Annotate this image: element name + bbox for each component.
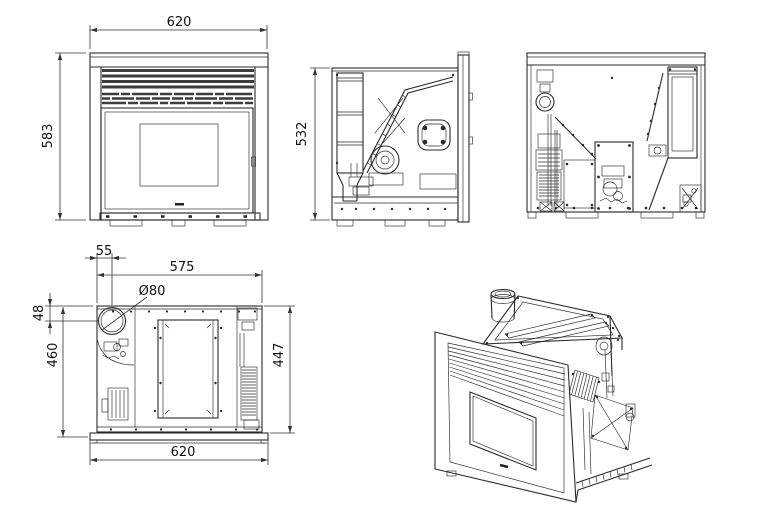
- front-door-glass: [139, 123, 219, 187]
- top-view-drawing: 55 575 Ø80 48 460 447 620: [32, 244, 295, 465]
- side-burner: [348, 163, 374, 196]
- iso-rear-machinery: [571, 349, 636, 475]
- iso-heat-exchanger: [568, 369, 600, 403]
- iso-foot: [446, 470, 457, 477]
- back-base: [527, 206, 705, 219]
- isometric-view-drawing: [434, 288, 653, 503]
- iso-door: [446, 391, 537, 477]
- back-hopper-edges: [554, 72, 669, 211]
- back-right-panel: [667, 66, 698, 159]
- dim-top-depth-right-label: 447: [272, 343, 287, 368]
- front-foot-right: [213, 219, 247, 227]
- top-body: [96, 305, 263, 433]
- front-air-grille: [102, 69, 254, 105]
- back-flue-outlet: [535, 69, 555, 112]
- dim-top-overall-width-label: 620: [171, 445, 196, 460]
- back-bottom-right-box: [679, 184, 702, 213]
- top-right-assembly: [237, 307, 260, 430]
- side-body: [331, 51, 473, 223]
- top-flue-offset-y-dimension: 48: [32, 293, 53, 334]
- iso-fan-housing: [595, 336, 613, 356]
- side-front-frame: [457, 54, 470, 223]
- dim-top-flue-offset-y-label: 48: [32, 305, 47, 322]
- back-view-drawing: [526, 52, 706, 219]
- dim-top-body-width-label: 575: [170, 260, 195, 275]
- dim-top-depth-left-label: 460: [46, 343, 61, 368]
- top-center-chamber: [153, 319, 223, 419]
- iso-right-side: [595, 315, 623, 377]
- iso-door-glass: [472, 395, 534, 467]
- front-door: [100, 107, 256, 214]
- front-base: [99, 212, 261, 227]
- side-view-drawing: 532: [295, 51, 473, 227]
- dim-top-flue-diameter-label: Ø80: [139, 284, 166, 299]
- front-surround: [89, 52, 269, 221]
- back-left-panel: [563, 159, 596, 209]
- side-base: [332, 196, 458, 227]
- dim-top-flue-offset-x-label: 55: [96, 244, 113, 259]
- top-left-chute: [101, 387, 129, 421]
- top-flue-offset-x-dimension: 55: [85, 244, 126, 261]
- top-flue-circle: [97, 306, 127, 336]
- top-depth-right-dimension: 447: [272, 306, 293, 433]
- front-foot-left: [109, 219, 143, 227]
- top-front-bar: [89, 432, 269, 444]
- side-hopper: [362, 76, 454, 174]
- front-height-dimension: 583: [41, 52, 86, 221]
- dim-side-height-label: 532: [295, 122, 310, 147]
- side-flue-duct: [336, 72, 364, 202]
- iso-flue-pipe: [490, 288, 516, 323]
- top-overall-width-dimension: 620: [90, 445, 268, 463]
- side-fan: [368, 145, 404, 186]
- front-foot-center: [171, 219, 186, 227]
- top-depth-left-dimension: 460: [46, 307, 66, 437]
- side-door-handle-bracket: [417, 119, 457, 190]
- dim-front-width-label: 620: [167, 15, 192, 30]
- back-motor-plate: [594, 141, 634, 213]
- top-flue-diameter-dimension: Ø80: [101, 284, 166, 331]
- top-body-width-dimension: 575: [97, 260, 262, 278]
- iso-front-frame: [434, 331, 577, 503]
- side-height-dimension: 532: [295, 67, 330, 221]
- back-left-assembly: [535, 114, 565, 212]
- front-view-drawing: 620 583: [41, 15, 269, 227]
- front-door-hinge: [251, 156, 256, 167]
- iso-base-rails: [575, 457, 653, 503]
- front-door-handle: [175, 203, 184, 206]
- iso-air-grille: [448, 346, 565, 417]
- front-width-dimension: 620: [89, 15, 268, 49]
- dim-front-height-label: 583: [41, 124, 56, 149]
- top-fan-scroll: [96, 338, 135, 366]
- iso-door-handle: [499, 463, 509, 469]
- back-auger-bracket: [648, 144, 667, 157]
